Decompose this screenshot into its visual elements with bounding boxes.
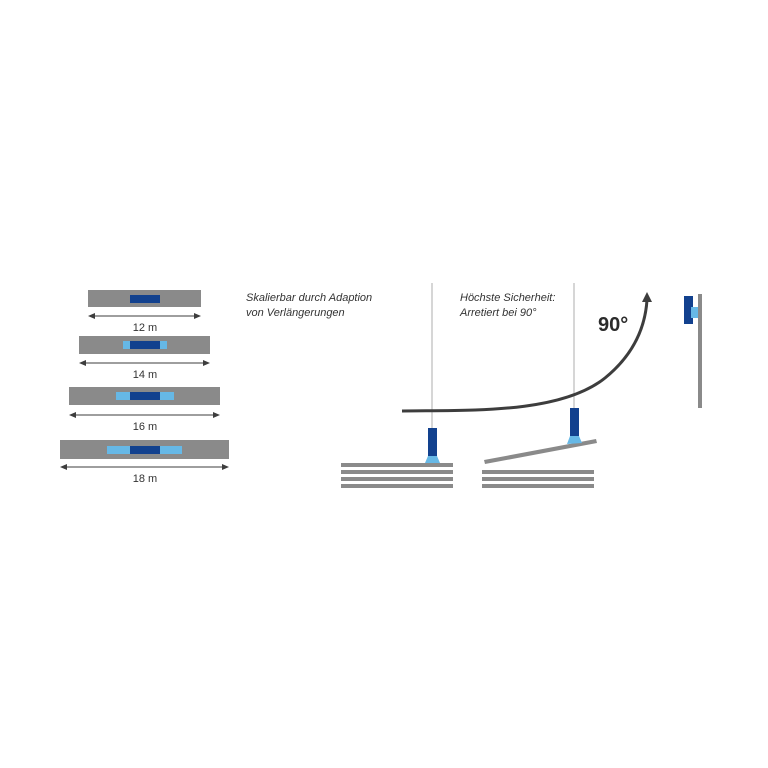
dimension-label: 16 m	[133, 421, 157, 433]
dimension-arrow-right-head	[222, 464, 229, 470]
variant-18m: 18 m	[60, 440, 229, 485]
stack-bar	[482, 477, 594, 481]
dimension-label: 18 m	[133, 473, 157, 485]
dimension-arrow-left-head	[69, 412, 76, 418]
dimension-arrow-right-head	[213, 412, 220, 418]
rotation-arrow	[401, 292, 652, 413]
variant-list: 12 m 14 m 16 m	[60, 290, 229, 485]
variant-12m: 12 m	[88, 290, 201, 334]
dimension-label: 14 m	[133, 369, 157, 381]
dimension-arrow-left-head	[60, 464, 67, 470]
variant-14m: 14 m	[79, 336, 210, 381]
dimension-arrow-right-head	[203, 360, 210, 366]
stage-vertical	[684, 294, 702, 408]
safety-caption-line2: Arretiert bei 90°	[459, 307, 537, 319]
stack-bar	[482, 484, 594, 488]
scalable-caption-line1: Skalierbar durch Adaption	[246, 292, 372, 304]
center-module	[130, 392, 160, 400]
dimension-label: 12 m	[133, 322, 157, 334]
mast-base	[691, 307, 698, 318]
center-module	[130, 295, 160, 303]
center-module	[130, 446, 160, 454]
variant-16m: 16 m	[69, 387, 220, 433]
mast-base	[567, 436, 582, 444]
scalable-caption: Skalierbar durch Adaption von Verlängeru…	[246, 292, 372, 319]
dimension-arrow-left-head	[79, 360, 86, 366]
tilted-beam	[484, 439, 597, 464]
dimension-arrow-right-head	[194, 313, 201, 319]
angle-label: 90°	[598, 314, 628, 336]
mast	[684, 296, 693, 324]
stack-bar	[341, 463, 453, 467]
stack-bar	[341, 477, 453, 481]
mast-base	[425, 456, 440, 463]
dimension-arrow-left-head	[88, 313, 95, 319]
safety-caption-line1: Höchste Sicherheit:	[460, 292, 555, 304]
folding-sequence: Höchste Sicherheit: Arretiert bei 90° 90…	[341, 283, 702, 488]
vertical-beam	[698, 294, 702, 408]
scalable-caption-line2: von Verlängerungen	[246, 307, 345, 319]
center-module	[130, 341, 160, 349]
stage-tilting	[482, 408, 597, 488]
stack-bar	[482, 470, 594, 474]
mast	[570, 408, 579, 436]
stack-bar	[341, 470, 453, 474]
mast	[428, 428, 437, 456]
stack-bar	[341, 484, 453, 488]
stage-flat	[341, 428, 453, 488]
